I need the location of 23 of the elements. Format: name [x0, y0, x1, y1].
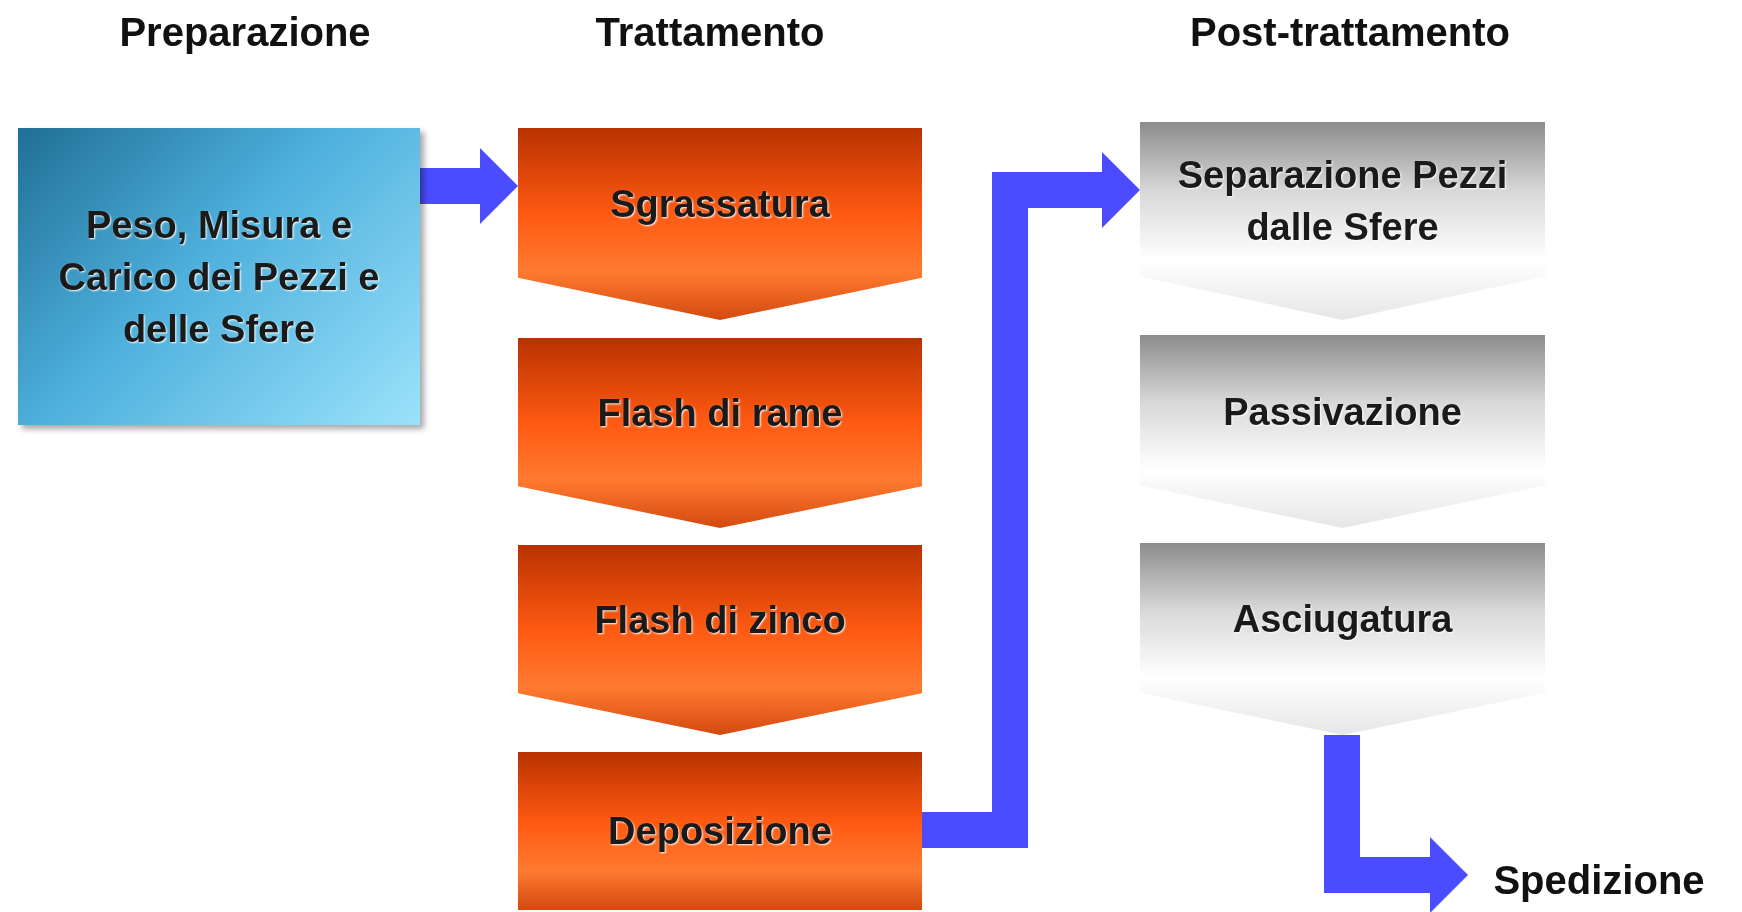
column-heading: Post-trattamento [1189, 9, 1511, 56]
step-label: Deposizione [608, 809, 832, 854]
block-arrow [922, 152, 1140, 848]
step-label: Passivazione [1223, 389, 1462, 435]
chevron-step [1140, 122, 1545, 320]
block-arrow [420, 148, 518, 224]
column-heading: Trattamento [594, 9, 826, 56]
step-label: Flash di zinco [594, 598, 846, 643]
step-label: Peso, Misura e Carico dei Pezzi e delle Sfere [57, 202, 381, 352]
step-label: Asciugatura [1232, 597, 1453, 642]
column-heading: Preparazione [118, 9, 372, 56]
chevron-step [518, 128, 922, 320]
step-label: Separazione Pezzi dalle Sfere [1176, 153, 1509, 250]
chevron-step [518, 545, 922, 735]
process-box [518, 752, 922, 910]
step-label: Flash di rame [597, 391, 843, 436]
process-box [18, 128, 420, 425]
block-arrow [1324, 735, 1468, 912]
chevron-step [1140, 335, 1545, 528]
step-label: Sgrassatura [610, 182, 830, 227]
chevron-step [518, 338, 922, 528]
chevron-step [1140, 543, 1545, 735]
step-label: Spedizione [1493, 857, 1705, 904]
